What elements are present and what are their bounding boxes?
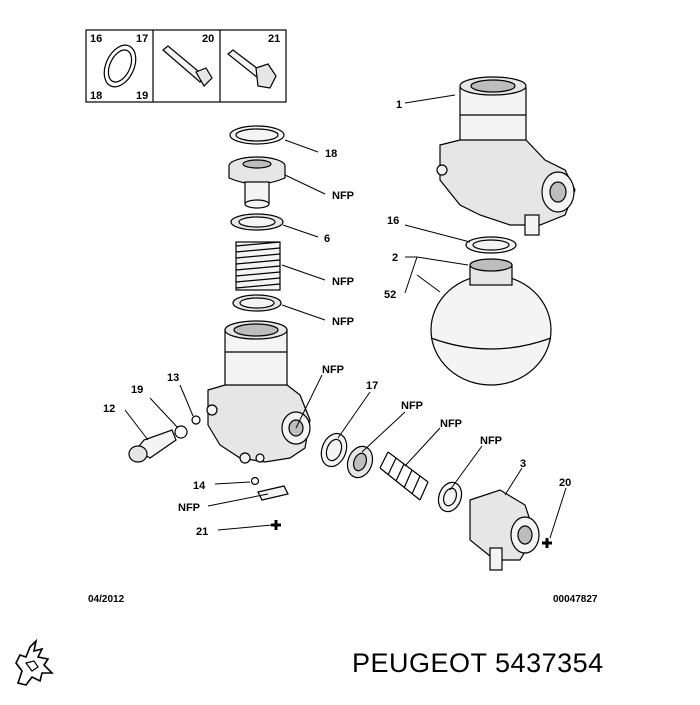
washer [230,213,284,231]
callout-nfp: NFP [332,316,354,328]
callout-12: 12 [103,403,115,415]
coil-spring [235,241,281,291]
callout-19: 19 [131,384,143,396]
seal-14 [250,476,260,486]
callout-nfp: NFP [440,418,462,430]
star-bolt-20 [542,538,552,548]
inset-label-21: 21 [268,33,280,45]
screw-12 [128,429,177,463]
callout-labels: 1 18 NFP 6 NFP NFP 16 2 52 19 13 12 NFP … [103,99,571,538]
outlet-fitting-3 [469,489,540,571]
callout-16: 16 [387,215,399,227]
callout-nfp: NFP [332,190,354,202]
callout-2: 2 [392,252,398,264]
callout-17: 17 [366,380,378,392]
inset-label-19: 19 [136,90,148,102]
mid-spring [379,451,429,501]
callout-52: 52 [384,289,396,301]
callout-6: 6 [324,233,330,245]
bolt-icon [162,45,213,87]
callout-nfp: NFP [401,400,423,412]
pump-body [436,76,576,236]
inset-label-18: 18 [90,90,102,102]
brand-part-number: PEUGEOT 5437354 [352,648,604,678]
inset-label-20: 20 [202,33,214,45]
parts-inset: 16 17 18 19 20 21 [85,29,287,103]
callout-nfp: NFP [178,502,200,514]
seal-ring-icon [103,44,137,88]
ring-16 [465,236,517,254]
callout-nfp: NFP [480,435,502,447]
hex-bolt-icon [227,49,277,89]
clip [257,485,289,501]
mid-washer [437,481,463,513]
seal-17 [320,432,348,468]
callout-nfp: NFP [332,276,354,288]
inset-label-16: 16 [90,33,102,45]
callout-1: 1 [396,99,402,111]
star-bolt-21 [271,520,281,530]
valve-body [206,320,311,464]
callout-18: 18 [325,148,337,160]
plug [346,445,374,479]
lower-ring [232,294,282,312]
callout-21: 21 [196,526,208,538]
callout-3: 3 [520,458,526,470]
callout-13: 13 [167,372,179,384]
diagram-date: 04/2012 [88,594,125,605]
peugeot-lion-icon [4,633,64,693]
callout-14: 14 [193,480,206,492]
valve-cap [228,156,286,209]
inset-label-17: 17 [136,33,148,45]
top-seal-ring [229,125,285,145]
diagram-reference: 00047827 [553,594,598,605]
accumulator-sphere [430,258,552,386]
callout-20: 20 [559,477,571,489]
seal-13 [191,415,201,425]
seal-19 [174,425,188,439]
leader-lines [124,94,567,539]
callout-nfp: NFP [322,364,344,376]
